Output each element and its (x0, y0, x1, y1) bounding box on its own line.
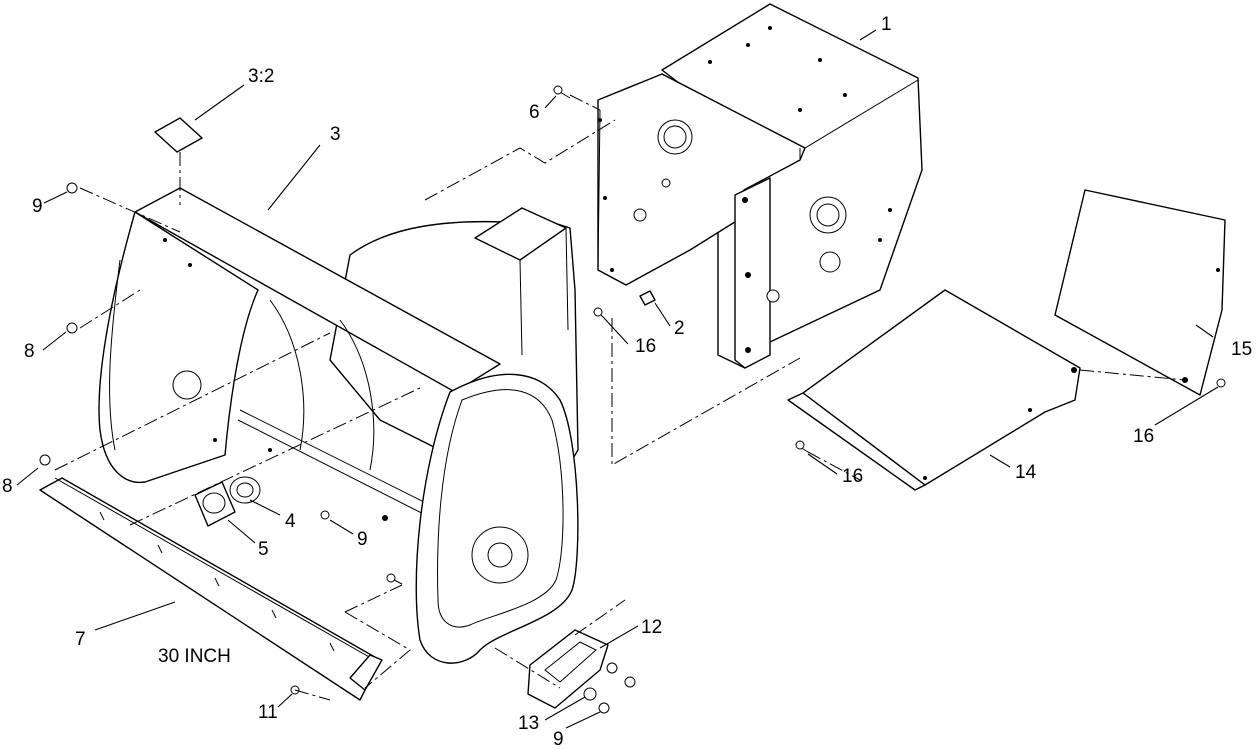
hardware (39, 85, 1226, 714)
callout-2: 2 (674, 318, 685, 339)
callout-11: 11 (258, 702, 278, 723)
callout-14: 14 (1015, 462, 1037, 483)
callout-15: 15 (1231, 339, 1252, 360)
part-15-side-shield (1054, 189, 1226, 396)
callout-3-2: 3:2 (248, 66, 274, 87)
callout-7: 7 (75, 629, 86, 650)
callouts: 1 3:2 3 9 8 8 6 2 16 15 16 14 16 4 5 9 7… (2, 14, 1252, 749)
callout-8-mid: 8 (24, 341, 35, 362)
part-14-shield (787, 289, 1081, 491)
callout-12: 12 (641, 617, 662, 638)
callout-16-frame: 16 (635, 336, 656, 357)
part-1-frame (597, 3, 923, 369)
callout-16-side: 16 (1133, 426, 1154, 447)
callout-9-top: 9 (32, 196, 43, 217)
part-4-bearing (229, 476, 261, 504)
callout-9-bottom: 9 (553, 729, 564, 749)
callout-9-mid: 9 (357, 529, 368, 550)
callout-16-shield: 16 (842, 466, 863, 487)
callout-6: 6 (529, 102, 540, 123)
callout-3: 3 (330, 124, 341, 145)
part-2-clip (639, 290, 656, 306)
part-5-flange (194, 481, 236, 527)
scraper-slots (99, 511, 335, 652)
callout-1: 1 (881, 14, 892, 35)
callout-13: 13 (518, 713, 539, 734)
leader-lines (16, 29, 1219, 729)
callout-4: 4 (285, 511, 296, 532)
part-3-auger-housing (98, 187, 579, 664)
part-12-skid-shoe (527, 629, 609, 709)
assembly-lines (54, 94, 1186, 701)
size-note: 30 INCH (158, 646, 231, 667)
part-3-2-decal (154, 117, 203, 153)
callout-8-low: 8 (2, 476, 13, 497)
part-7-scraper-bar (39, 477, 383, 701)
callout-5: 5 (258, 539, 269, 560)
